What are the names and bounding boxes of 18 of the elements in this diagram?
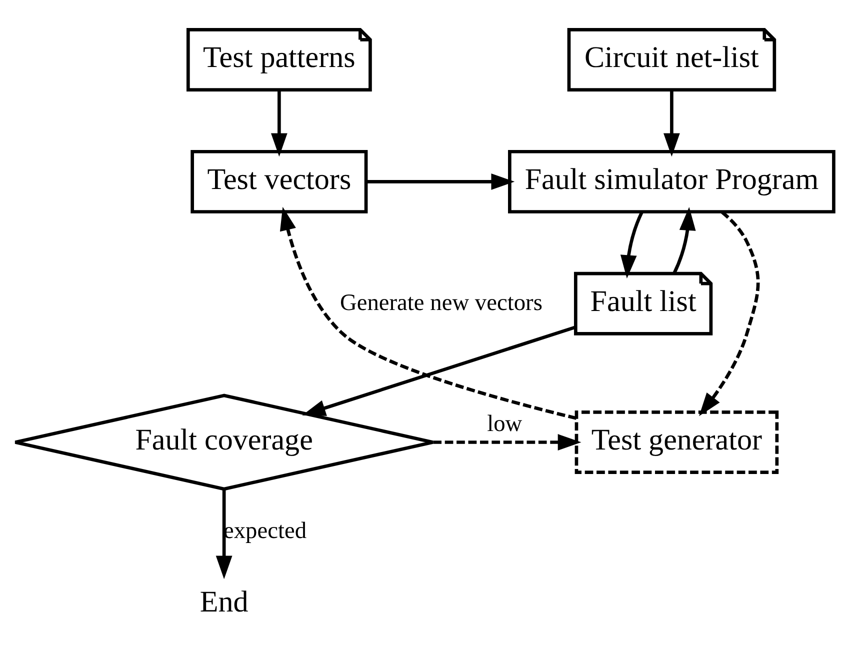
node-box: Test vectors xyxy=(190,150,368,214)
arrow xyxy=(366,173,515,190)
edge-label: low xyxy=(487,410,522,437)
arrow xyxy=(699,210,760,416)
arrow xyxy=(302,326,576,416)
arrow xyxy=(216,489,232,580)
arrow xyxy=(280,206,577,420)
arrow xyxy=(620,211,644,279)
edge-label: Generate new vectors xyxy=(340,290,542,316)
arrow xyxy=(672,207,696,274)
arrow xyxy=(433,434,582,450)
node-text: End xyxy=(200,584,248,619)
arrow xyxy=(664,90,680,157)
edge-label: expected xyxy=(223,518,307,544)
node-diamond: Fault coverage xyxy=(14,394,435,491)
arrow xyxy=(270,90,288,157)
node-box: Fault simulator Program xyxy=(508,150,836,214)
node-box: Test generator xyxy=(574,410,779,474)
